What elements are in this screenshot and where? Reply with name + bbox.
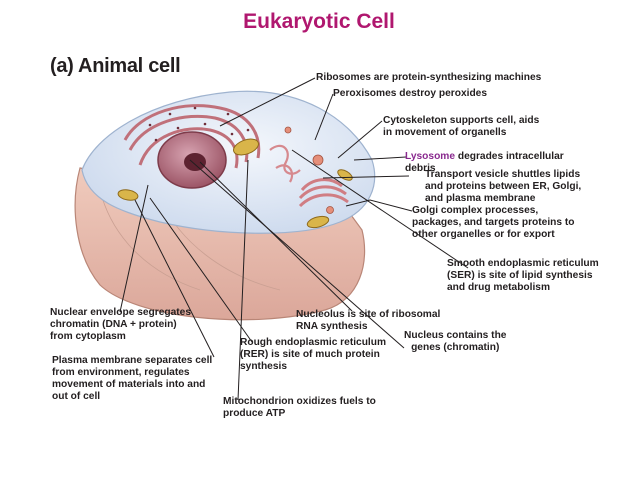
label-golgi-line: packages, and targets proteins to [412, 217, 575, 228]
label-rer: Rough endoplasmic reticulum (RER) is sit… [240, 337, 386, 373]
label-ribosomes-text: Ribosomes are protein-synthesizing machi… [316, 72, 542, 83]
label-nucleus-line: genes (chromatin) [411, 342, 500, 353]
label-ser-line: and drug metabolism [447, 282, 551, 293]
label-golgi-line: other organelles or for export [412, 229, 555, 240]
page-title: Eukaryotic Cell [243, 10, 395, 33]
label-mitochondrion-line: produce ATP [223, 408, 286, 419]
smooth-er [269, 144, 301, 183]
label-lysosome-line: debris [405, 163, 436, 174]
label-plasma-membrane: Plasma membrane separates cell from envi… [52, 355, 212, 403]
label-mitochondrion: Mitochondrion oxidizes fuels to produce … [223, 396, 376, 420]
label-plasma-membrane-line: movement of materials into and [52, 379, 206, 390]
label-cytoskeleton: Cytoskeleton supports cell, aids in move… [383, 115, 539, 139]
leader-lines [119, 77, 469, 401]
label-nuclear-envelope: Nuclear envelope segregates chromatin (D… [50, 307, 191, 343]
label-rer-line: Rough endoplasmic reticulum [240, 337, 387, 348]
label-rer-line: (RER) is site of much protein [240, 349, 380, 360]
label-mitochondrion-line: Mitochondrion oxidizes fuels to [223, 396, 376, 407]
label-lysosome: Lysosome degrades intracellular debris [405, 151, 564, 175]
label-cytoskeleton-line: Cytoskeleton supports cell, aids [383, 115, 540, 126]
label-ser-line: (SER) is site of lipid synthesis [447, 270, 593, 281]
label-plasma-membrane-line: Plasma membrane separates cell [52, 355, 213, 366]
label-lysosome-term: Lysosome [405, 151, 456, 162]
label-ribosomes: Ribosomes are protein-synthesizing machi… [316, 72, 541, 84]
label-transport-line: Transport vesicle shuttles lipids [425, 169, 581, 180]
figure-subtitle: (a) Animal cell [50, 55, 181, 77]
label-rer-line: synthesis [240, 361, 287, 372]
label-lysosome-rest: degrades intracellular [455, 151, 564, 162]
label-peroxisomes: Peroxisomes destroy peroxides [333, 88, 487, 100]
lysosomes [284, 126, 334, 214]
label-ser-line: Smooth endoplasmic reticulum [447, 258, 599, 269]
label-ser: Smooth endoplasmic reticulum (SER) is si… [447, 258, 599, 294]
label-nuclear-envelope-line: from cytoplasm [50, 331, 126, 342]
nucleolus [184, 153, 206, 171]
golgi-complex [298, 178, 349, 208]
label-plasma-membrane-line: out of cell [52, 391, 101, 402]
label-nuclear-envelope-line: Nuclear envelope segregates [50, 307, 191, 318]
mitochondria [117, 138, 353, 229]
label-cytoskeleton-line: in movement of organells [383, 127, 507, 138]
label-nucleolus-line: Nucleolus is site of ribosomal [296, 309, 441, 320]
label-plasma-membrane-line: from environment, regulates [52, 367, 190, 378]
label-nucleus: Nucleus contains the genes (chromatin) [404, 330, 506, 354]
label-nucleus-line: Nucleus contains the [404, 330, 507, 341]
label-transport-line: and plasma membrane [425, 193, 536, 204]
label-peroxisomes-text: Peroxisomes destroy peroxides [333, 88, 488, 99]
label-transport-vesicle: Transport vesicle shuttles lipids and pr… [425, 169, 581, 205]
label-golgi-line: Golgi complex processes, [412, 205, 539, 216]
label-golgi: Golgi complex processes, packages, and t… [412, 205, 574, 241]
label-nucleolus-line: RNA synthesis [296, 321, 368, 332]
label-nucleolus: Nucleolus is site of ribosomal RNA synth… [296, 309, 440, 333]
label-nuclear-envelope-line: chromatin (DNA + protein) [50, 319, 177, 330]
label-transport-line: and proteins between ER, Golgi, [425, 181, 582, 192]
